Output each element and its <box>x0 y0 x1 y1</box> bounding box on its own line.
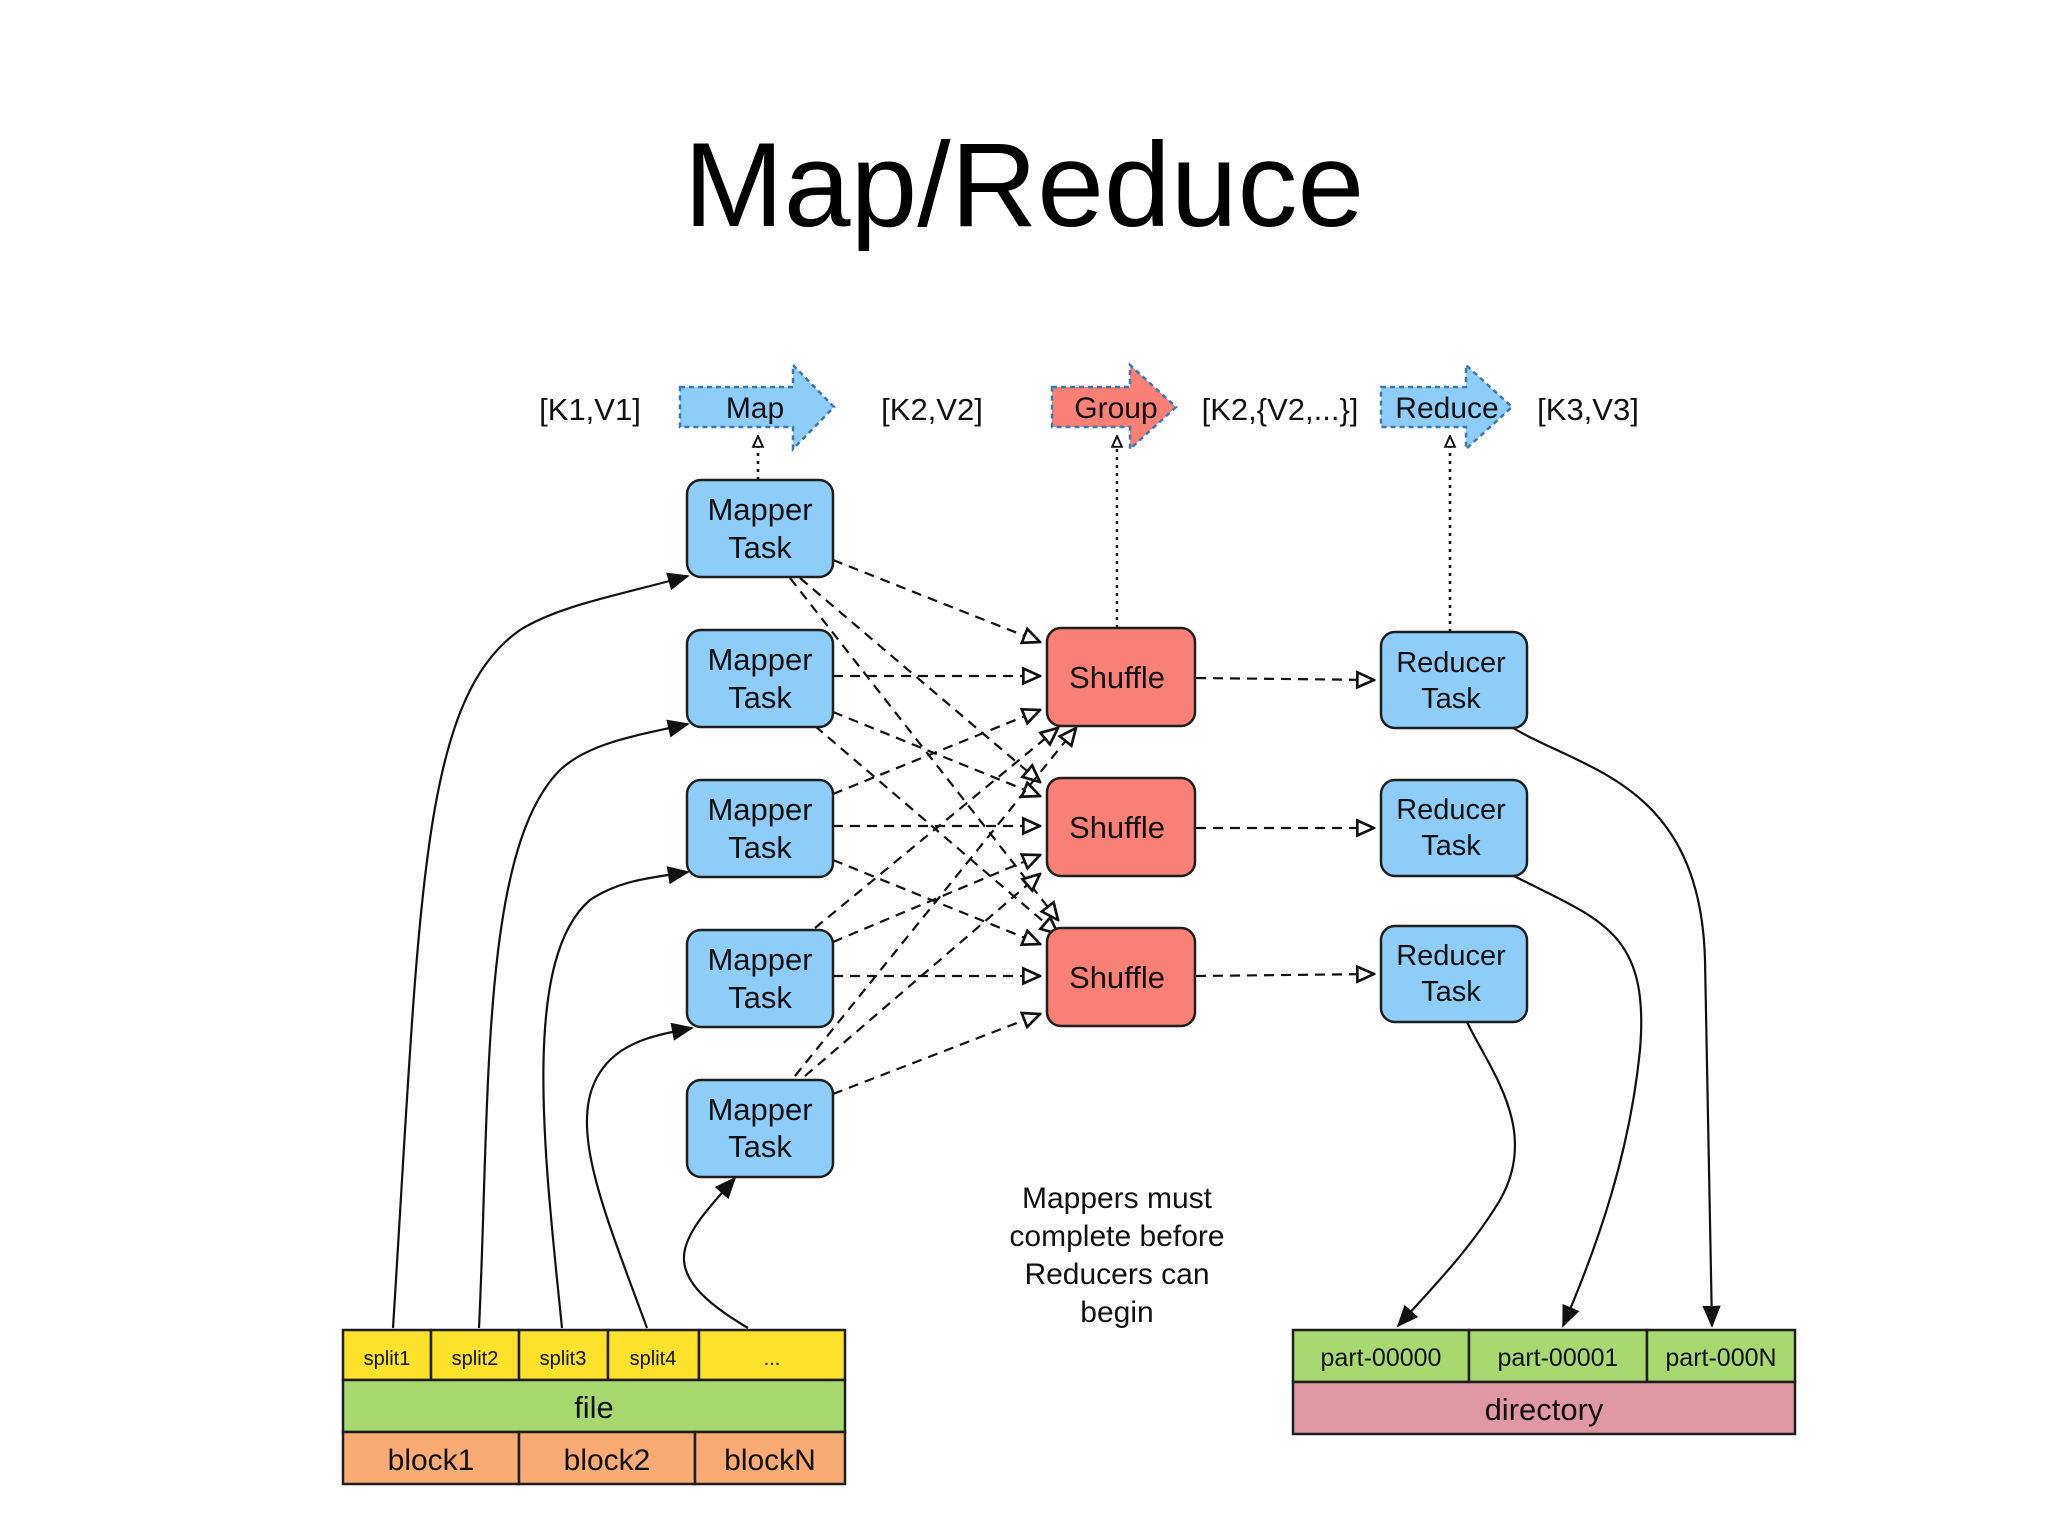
mapper-task-5: Mapper Task <box>685 1078 835 1179</box>
reduce-phase-arrow: Reduce <box>1379 362 1514 452</box>
mapper-task-2: Mapper Task <box>685 628 835 729</box>
phase-connectors <box>758 436 1450 632</box>
mapper-tasks: Mapper Task Mapper Task Mapper Task Mapp… <box>685 478 835 1179</box>
kv2-group-label: [K2,{V2,...}] <box>1202 392 1359 427</box>
split-2-cell <box>429 1328 521 1382</box>
kv2-label: [K2,V2] <box>881 392 983 427</box>
reducer-task-3: Reducer Task <box>1379 924 1529 1024</box>
mapper-task-label-line2: Task <box>728 830 792 865</box>
split-1-label: split1 <box>364 1348 411 1370</box>
split-mapper-edges <box>391 572 749 1329</box>
mapper-shuffle-edges <box>789 558 1076 1096</box>
mapper-task-label-line1: Mapper <box>707 492 812 527</box>
directory-bar <box>1291 1380 1797 1436</box>
part-00000-label: part-00000 <box>1321 1344 1442 1372</box>
mapper-task-label-line2: Task <box>728 530 792 565</box>
shuffle-label: Shuffle <box>1069 660 1165 695</box>
kv3-label: [K3,V3] <box>1537 392 1639 427</box>
split-more-label: ... <box>764 1348 781 1370</box>
note-line-3: Reducers can <box>1024 1258 1209 1291</box>
shuffle-3: Shuffle <box>1045 926 1197 1028</box>
note-line-2: complete before <box>1009 1220 1224 1253</box>
directory-structure-labels: part-00000 part-00001 part-000N director… <box>1321 1344 1777 1427</box>
split-1-cell <box>341 1328 433 1382</box>
reducer-task-2: Reducer Task <box>1379 778 1529 878</box>
note-line-1: Mappers must <box>1022 1182 1213 1215</box>
file-structure <box>341 1328 847 1486</box>
kv1-label: [K1,V1] <box>539 392 641 427</box>
map-phase-arrow: Map <box>678 361 836 453</box>
mapper-task-label-line2: Task <box>728 980 792 1015</box>
reducer-task-label-line2: Task <box>1421 683 1481 715</box>
page-title: Map/Reduce <box>683 118 1365 252</box>
reducer-task-label-line1: Reducer <box>1396 940 1506 972</box>
mapper-task-4: Mapper Task <box>685 928 835 1029</box>
reducer-task-label-line2: Task <box>1421 976 1481 1008</box>
file-structure-labels: split1 split2 split3 split4 ... file blo… <box>364 1348 816 1477</box>
part-000N-cell <box>1645 1328 1797 1384</box>
block-1-label: block1 <box>388 1444 475 1477</box>
block-n-cell <box>693 1430 847 1486</box>
mapper-task-label-line1: Mapper <box>707 1092 812 1127</box>
part-000N-label: part-000N <box>1665 1344 1776 1372</box>
shuffles: Shuffle Shuffle Shuffle <box>1045 626 1197 1028</box>
file-label: file <box>574 1390 614 1425</box>
mapper-task-label-line1: Mapper <box>707 642 812 677</box>
part-00000-cell <box>1291 1328 1471 1384</box>
mapper-task-label-line1: Mapper <box>707 942 812 977</box>
shuffle-label: Shuffle <box>1069 810 1165 845</box>
block-n-label: blockN <box>724 1444 816 1477</box>
file-bar <box>341 1378 847 1434</box>
shuffle-2: Shuffle <box>1045 776 1197 878</box>
shuffle-reducer-edges <box>1195 678 1374 976</box>
mapper-task-1: Mapper Task <box>685 478 835 579</box>
reducer-task-label-line1: Reducer <box>1396 647 1506 679</box>
split-4-label: split4 <box>630 1348 677 1370</box>
split-3-label: split3 <box>540 1348 587 1370</box>
reducer-task-label-line2: Task <box>1421 830 1481 862</box>
reducer-part-edges <box>1396 725 1721 1328</box>
group-phase-label: Group <box>1074 392 1157 425</box>
mappers-note: Mappers must complete before Reducers ca… <box>1009 1182 1224 1329</box>
reducer-tasks: Reducer Task Reducer Task Reducer Task <box>1379 630 1529 1024</box>
split-more-cell <box>697 1328 847 1382</box>
part-00001-label: part-00001 <box>1498 1344 1619 1372</box>
reducer-task-label-line1: Reducer <box>1396 794 1506 826</box>
block-2-label: block2 <box>564 1444 651 1477</box>
directory-label: directory <box>1485 1392 1604 1427</box>
shuffle-label: Shuffle <box>1069 960 1165 995</box>
shuffle-1: Shuffle <box>1045 626 1197 728</box>
mapper-task-3: Mapper Task <box>685 778 835 879</box>
group-phase-arrow: Group <box>1050 362 1178 452</box>
map-phase-label: Map <box>726 392 784 425</box>
mapper-task-label-line2: Task <box>728 680 792 715</box>
mapper-task-label-line1: Mapper <box>707 792 812 827</box>
mapper-task-label-line2: Task <box>728 1129 792 1164</box>
note-line-4: begin <box>1080 1296 1153 1329</box>
split-2-label: split2 <box>452 1348 499 1370</box>
directory-structure <box>1291 1328 1797 1436</box>
reduce-phase-label: Reduce <box>1395 392 1498 425</box>
reducer-task-1: Reducer Task <box>1379 630 1529 730</box>
part-00001-cell <box>1467 1328 1649 1384</box>
